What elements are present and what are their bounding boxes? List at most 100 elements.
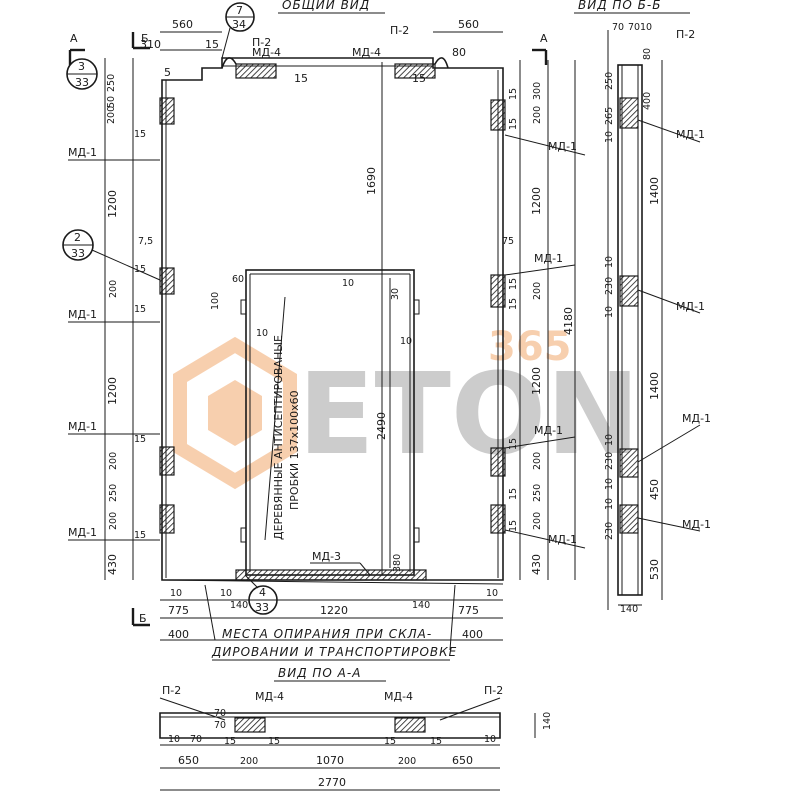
d200-label: 200: [532, 452, 543, 470]
d250-label: 250: [108, 484, 119, 502]
d10-label: 10: [604, 256, 615, 268]
title-general-view: ОБЩИЙ ВИД: [282, 0, 370, 12]
c4-bottom-label: 33: [255, 601, 269, 614]
md1-label: МД-1: [68, 420, 97, 433]
d310-label: 310: [140, 38, 161, 51]
md1-label: МД-1: [68, 146, 97, 159]
d775-label: 775: [168, 604, 189, 617]
callout-7-34: 7 34: [221, 2, 255, 59]
d15-label: 15: [508, 118, 519, 130]
d15-label: 15: [508, 88, 519, 100]
d250-label: 250: [532, 484, 543, 502]
d10-label: 10: [256, 328, 268, 339]
d1200-label: 1200: [106, 377, 119, 405]
view-aa: [159, 712, 536, 791]
watermark-logo-icon: [173, 336, 297, 490]
d200-label: 200: [532, 282, 543, 300]
md1-label: МД-1: [68, 526, 97, 539]
d10-label: 10: [604, 306, 615, 318]
md1-label: МД-1: [682, 518, 711, 531]
d300-label: 300: [532, 82, 543, 100]
d2770-label: 2770: [318, 776, 346, 789]
d230-label: 230: [604, 452, 615, 470]
d10-label: 10: [400, 336, 412, 347]
d70-label: 70: [214, 720, 226, 731]
d140-label: 140: [412, 600, 430, 611]
d775-label: 775: [458, 604, 479, 617]
d10-label: 10: [604, 478, 615, 490]
d15-label: 15: [508, 488, 519, 500]
md4-label: МД-4: [384, 690, 413, 703]
d15-label: 15: [508, 520, 519, 532]
title-view-bb: ВИД ПО Б-Б: [578, 0, 661, 12]
c1-bottom-label: 34: [232, 18, 246, 31]
d15-label: 15: [134, 264, 146, 275]
watermark-text: ETON: [298, 350, 640, 480]
callout-2-33: 2 33: [62, 229, 161, 281]
b-label: Б: [141, 32, 149, 45]
watermark: ETON 365: [173, 324, 640, 490]
d15-label: 15: [412, 72, 426, 85]
d200-label: 200: [108, 512, 119, 530]
d400-label: 400: [462, 628, 483, 641]
d30-label: 30: [390, 288, 401, 300]
d250-label: 250: [106, 74, 117, 92]
d50-label: 50: [106, 96, 117, 108]
c4-top-label: 4: [259, 586, 266, 599]
d10-label: 10: [484, 734, 496, 745]
watermark-number: 365: [488, 324, 572, 370]
d80-label: 80: [642, 48, 653, 60]
d10-label: 10: [342, 278, 354, 289]
d1690-label: 1690: [365, 167, 378, 195]
d70-label: 70: [190, 734, 202, 745]
support-note: МЕСТА ОПИРАНИЯ ПРИ СКЛА- ДИРОВАНИИ И ТРА…: [204, 584, 457, 661]
d140-label: 140: [542, 712, 553, 730]
d1400-label: 1400: [648, 177, 661, 205]
md1-label: МД-1: [68, 308, 97, 321]
d4180-label: 4180: [562, 307, 575, 335]
d200-label: 200: [398, 756, 416, 767]
embedded-parts-top: [221, 57, 449, 79]
d430-label: 430: [530, 554, 543, 575]
d230-label: 230: [604, 522, 615, 540]
d80-label: 80: [452, 46, 466, 59]
p2-label: П-2: [676, 28, 695, 41]
support-note-line2-label: ДИРОВАНИИ И ТРАНСПОРТИРОВКЕ: [211, 645, 457, 659]
d15-label: 15: [205, 38, 219, 51]
d140-label: 140: [230, 600, 248, 611]
embedded-part-md3: [235, 569, 427, 581]
d15-label: 15: [430, 736, 442, 747]
c2-top-label: 3: [78, 60, 85, 73]
d1200-label: 1200: [106, 190, 119, 218]
d60-label: 60: [232, 274, 244, 285]
d230-label: 230: [604, 277, 615, 295]
md1-label: МД-1: [534, 424, 563, 437]
d1400-label: 1400: [648, 372, 661, 400]
d1070-label: 1070: [316, 754, 344, 767]
md3-label: МД-3: [312, 550, 341, 563]
d15-label: 15: [134, 530, 146, 541]
panel-outline: [161, 57, 504, 585]
d200-label: 200: [108, 452, 119, 470]
p2-label: П-2: [390, 24, 409, 37]
d15-label: 15: [224, 736, 236, 747]
view-bb: [607, 30, 663, 610]
d15-label: 15: [134, 434, 146, 445]
d1200-label: 1200: [530, 187, 543, 215]
callout-4-33: 4 33: [244, 574, 278, 615]
c3-top-label: 2: [74, 231, 81, 244]
title-view-aa: ВИД ПО А-А: [278, 666, 361, 680]
wood-plugs-line2-label: ПРОБКИ 137х100х60: [288, 390, 301, 510]
d200-label: 200: [532, 512, 543, 530]
md1-label: МД-1: [534, 252, 563, 265]
d70-label: 70: [628, 22, 640, 33]
section-marker-b-bottom: Б: [131, 608, 150, 627]
callout-3-33: 3 33: [66, 58, 98, 90]
md1-label: МД-1: [682, 412, 711, 425]
d15-label: 15: [508, 298, 519, 310]
d15-label: 15: [134, 129, 146, 140]
d250-label: 250: [604, 72, 615, 90]
d15-label: 15: [294, 72, 308, 85]
d7-5-label: 7,5: [138, 236, 153, 247]
